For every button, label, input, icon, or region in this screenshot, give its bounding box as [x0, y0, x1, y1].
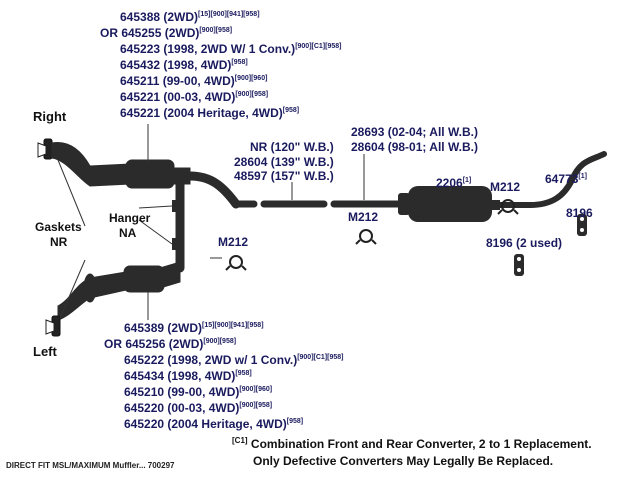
part-number: 645221 (2004 Heritage, 4WD)[958] [120, 106, 300, 120]
pipe-label: NR (120" W.B.) [250, 140, 334, 154]
part-number: OR 645255 (2WD)[900][958] [100, 26, 233, 40]
part-number: 645220 (00-03, 4WD)[900][958] [124, 401, 273, 415]
pipe-label: 48597 (157" W.B.) [234, 169, 334, 183]
part-number: 645220 (2004 Heritage, 4WD)[958] [124, 417, 304, 431]
clamp-label: M212 [490, 180, 521, 194]
part-number: 645222 (1998, 2WD w/ 1 Conv.)[900][C1][9… [124, 353, 344, 367]
part-number: 645389 (2WD)[15][900][941][958] [124, 321, 264, 335]
m212-clamp-icon [355, 229, 377, 245]
right-flange [37, 138, 53, 160]
left-pipe-converter [57, 261, 181, 321]
note-code: [C1] [232, 436, 248, 445]
m212-clamp-icon [225, 255, 247, 271]
hanger-8196-icon [514, 254, 524, 276]
muffler-label: 2206[1] [436, 176, 472, 190]
hanger-label: Hanger [109, 211, 151, 225]
tail-pipe-label: 64773[1] [545, 172, 587, 186]
y-pipe [175, 171, 241, 273]
note-line-2: Only Defective Converters May Legally Be… [253, 454, 554, 468]
footer-caption: DIRECT FIT MSL/MAXIMUM Muffler... 700297 [6, 461, 175, 470]
part-number: OR 645256 (2WD)[900][958] [104, 337, 237, 351]
part-number: 645432 (1998, 4WD)[958] [120, 58, 248, 72]
clamp-label: M212 [218, 235, 249, 249]
hanger-8196-label: 8196 [566, 206, 593, 220]
part-number: 645221 (00-03, 4WD)[900][958] [120, 90, 269, 104]
hanger-8196-used-label: 8196 (2 used) [486, 236, 563, 250]
part-number: 645434 (1998, 4WD)[958] [124, 369, 252, 383]
m212-clamp-icon [497, 199, 519, 215]
left-label: Left [33, 344, 57, 359]
hanger-na-label: NA [119, 226, 137, 240]
c1-note: [C1] Combination Front and Rear Converte… [232, 432, 592, 470]
clamp-label: M212 [348, 210, 379, 224]
pipe-label: 28604 (139" W.B.) [234, 155, 334, 169]
gaskets-nr-label: NR [50, 235, 68, 249]
part-number: 645211 (99-00, 4WD)[900][960] [120, 74, 268, 88]
pipe-label: 28604 (98-01; All W.B.) [351, 140, 478, 154]
gaskets-label: Gaskets [35, 220, 82, 234]
part-number: 645388 (2WD)[15][900][941][958] [120, 10, 260, 24]
part-number: 645223 (1998, 2WD W/ 1 Conv.)[900][C1][9… [120, 42, 342, 56]
leader-lines [57, 124, 451, 320]
note-line-1: Combination Front and Rear Converter, 2 … [250, 437, 592, 451]
part-number: 645210 (99-00, 4WD)[900][960] [124, 385, 273, 399]
left-flange [45, 315, 61, 337]
right-pipe-converter [51, 142, 191, 189]
hanger-8196-icon [577, 214, 587, 236]
hanger-brackets [172, 200, 178, 250]
tail-pipe [497, 151, 607, 208]
right-label: Right [33, 109, 67, 124]
muffler [398, 186, 500, 222]
pipe-label: 28693 (02-04; All W.B.) [351, 125, 478, 139]
